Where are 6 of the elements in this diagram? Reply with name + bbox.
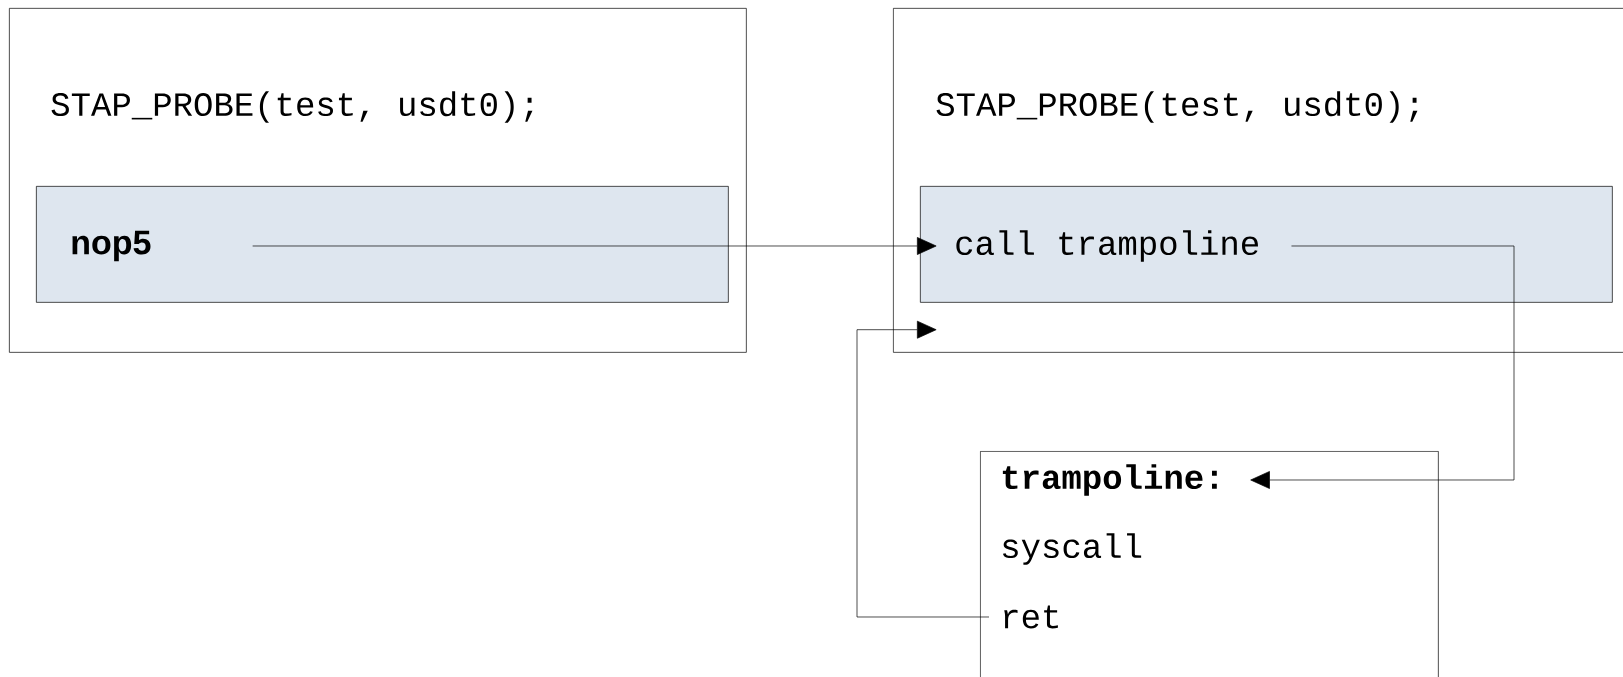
arrow xyxy=(252,237,937,255)
instruction-box: call trampoline xyxy=(920,186,1613,303)
code-block: trampoline: syscall ret xyxy=(980,451,1439,677)
arrow xyxy=(1250,245,1515,489)
arrow xyxy=(856,320,990,618)
instruction-box: nop5 xyxy=(36,186,729,303)
